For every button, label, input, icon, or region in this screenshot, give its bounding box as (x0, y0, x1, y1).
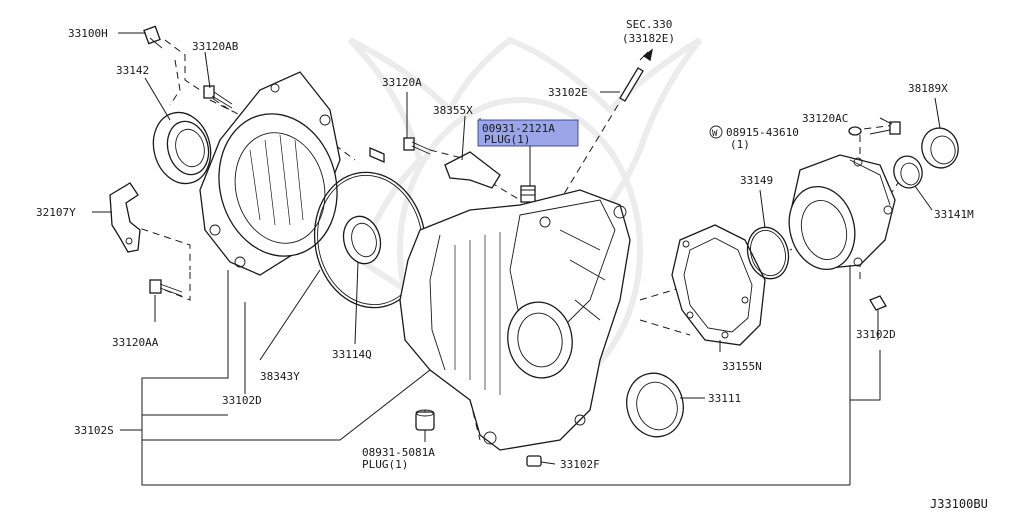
washer-callout: W 08915-43610 (1) (709, 125, 799, 151)
dowel-33102f[interactable] (526, 455, 542, 467)
highlighted-part-callout[interactable]: 00931-2121A PLUG(1) (477, 119, 579, 147)
bolt-33100h[interactable] (143, 25, 163, 49)
label-33149: 33149 (740, 174, 773, 187)
clip-38355x[interactable] (444, 151, 501, 189)
section-ref-line2: (33182E) (622, 32, 675, 45)
label-08931-5081a: 08931-5081A (362, 446, 435, 459)
plug-00931-2121a[interactable] (520, 185, 536, 203)
seal-33142[interactable] (146, 106, 219, 190)
label-08915-43610: 08915-43610 (726, 126, 799, 139)
leader-lines (92, 32, 941, 486)
diagram-id: J33100BU (930, 497, 988, 510)
washer-08915-43610[interactable] (848, 126, 862, 136)
section-ref-line1: SEC.330 (626, 18, 672, 31)
o-ring-33149[interactable] (742, 223, 794, 284)
label-38189x: 38189X (908, 82, 948, 95)
bolt-33120ab[interactable] (203, 85, 233, 109)
label-33155n: 33155N (722, 360, 762, 373)
label-33102f: 33102F (560, 458, 600, 471)
label-32107y: 32107Y (36, 206, 76, 219)
plug-08931-5081a[interactable] (415, 409, 435, 431)
seal-33141m[interactable] (890, 153, 925, 191)
label-33120a: 33120A (382, 76, 422, 89)
bolt-33120a[interactable] (403, 137, 431, 155)
label-33102s: 33102S (74, 424, 114, 437)
dowel-33102d-right[interactable] (869, 295, 887, 311)
note-plug-08931: PLUG(1) (362, 458, 408, 471)
label-38343y: 38343Y (260, 370, 300, 383)
rear-extension-housing[interactable] (780, 154, 896, 277)
bolt-33120ac[interactable] (869, 121, 901, 135)
highlighted-part-note: PLUG(1) (484, 133, 530, 146)
highlighted-part-number: 00931-2121A (482, 122, 555, 135)
label-33120ac: 33120AC (802, 112, 848, 125)
label-33102d-left: 33102D (222, 394, 262, 407)
label-33142: 33142 (116, 64, 149, 77)
seal-38189x[interactable] (917, 124, 962, 172)
label-33102e: 33102E (548, 86, 588, 99)
label-33102d-right: 33102D (856, 328, 896, 341)
qty-08915: (1) (730, 138, 750, 151)
label-33100h: 33100H (68, 27, 108, 40)
svg-text:W: W (712, 129, 718, 139)
front-case-housing[interactable] (199, 71, 385, 276)
label-33120ab: 33120AB (192, 40, 239, 53)
gasket-33155n[interactable] (671, 224, 766, 346)
label-33111: 33111 (708, 392, 741, 405)
label-38355x: 38355X (433, 104, 473, 117)
bolt-33120aa[interactable] (149, 279, 183, 297)
label-33114q: 33114Q (332, 348, 372, 361)
label-33141m: 33141M (934, 208, 974, 221)
bracket-32107y[interactable] (109, 182, 141, 253)
seal-33114q[interactable] (338, 212, 385, 268)
transfer-case-housing[interactable] (399, 189, 631, 451)
part-labels: 33100H 33120AB 33142 33120A 38355X SEC.3… (36, 18, 974, 471)
seal-33111[interactable] (620, 367, 691, 443)
label-33120aa: 33120AA (112, 336, 159, 349)
stud-33102e[interactable] (619, 48, 653, 102)
